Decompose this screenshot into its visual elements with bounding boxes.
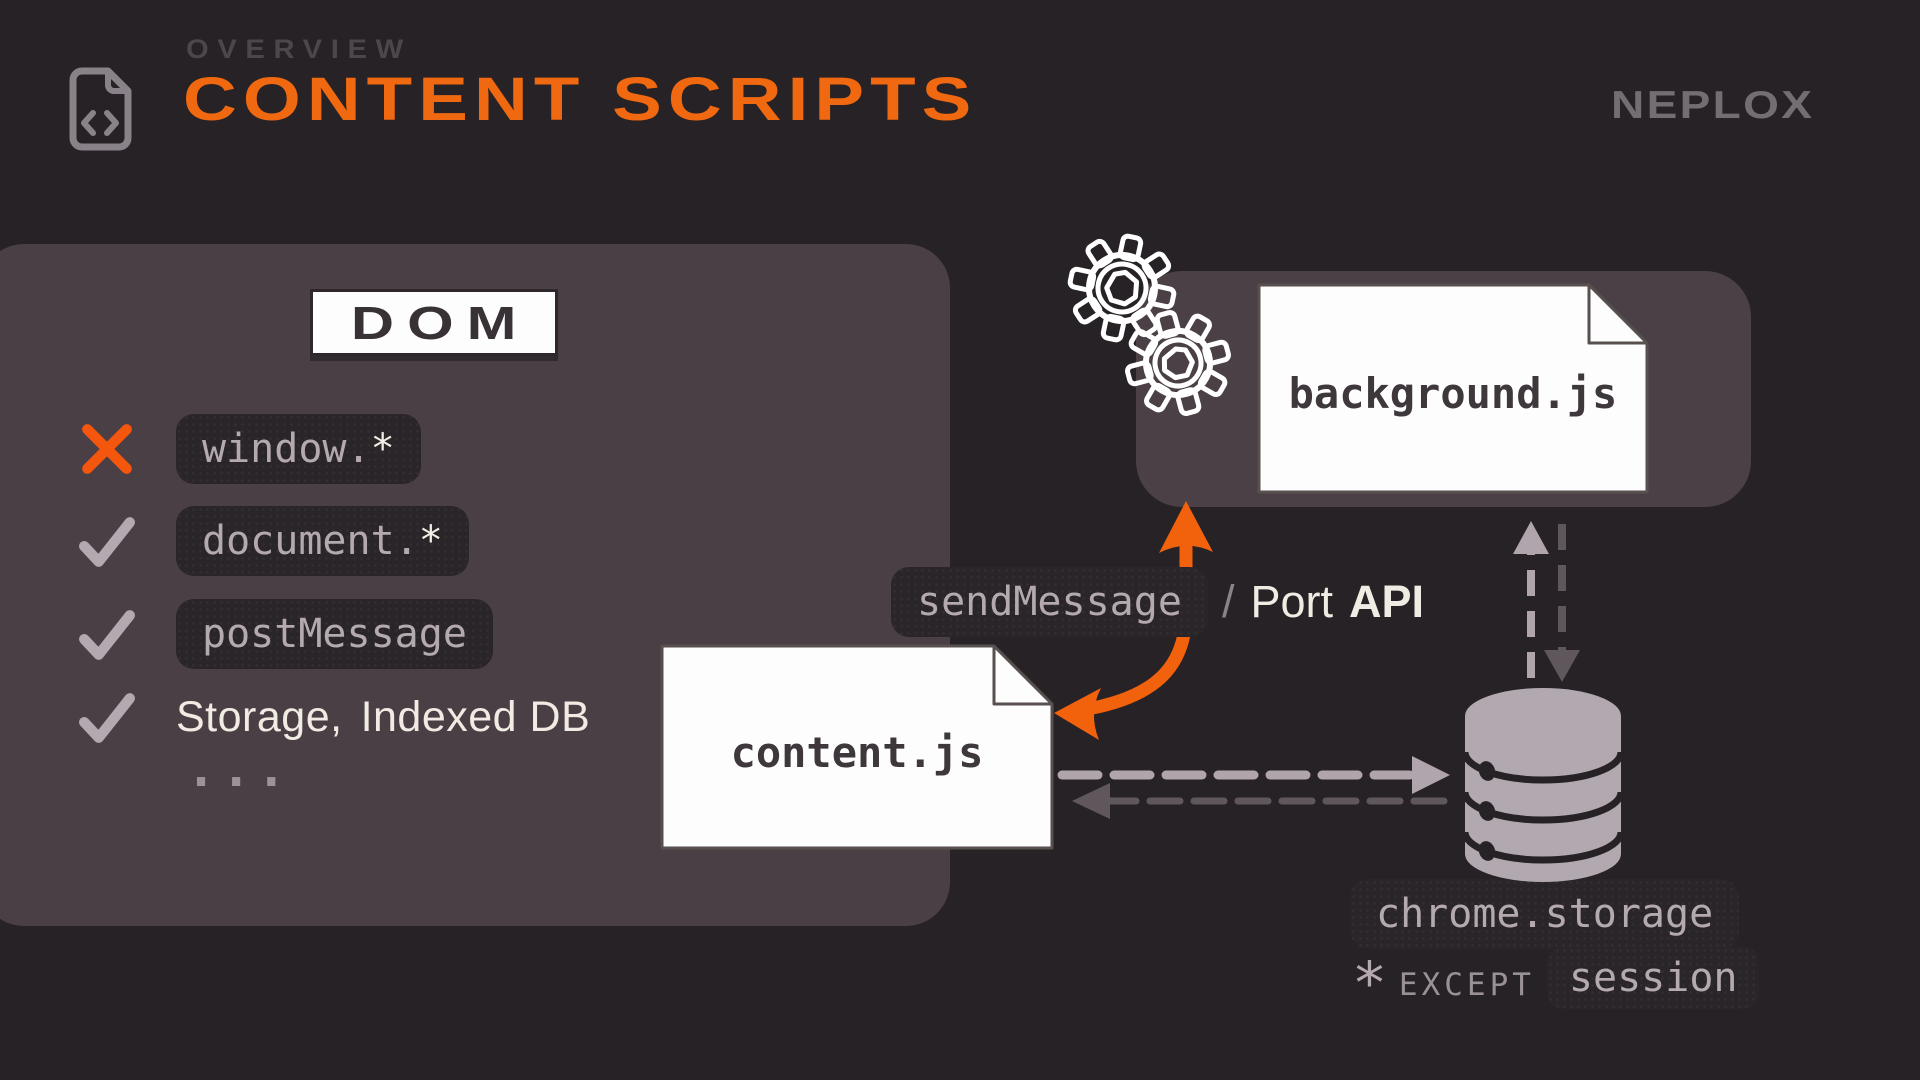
check-icon <box>79 693 135 743</box>
separator-slash: / <box>1222 576 1235 627</box>
content-storage-left-arrow <box>1072 783 1448 819</box>
list-item: window.* <box>78 414 421 484</box>
except-label: EXCEPT <box>1398 967 1535 1003</box>
check-icon <box>79 610 135 660</box>
gears-icon <box>1067 233 1231 416</box>
dom-title-text: DOM <box>351 296 530 349</box>
ellipsis: ... <box>186 740 292 798</box>
asterisk: * <box>418 518 443 564</box>
plain-text: Storage, Indexed DB <box>176 693 590 742</box>
storage-note: * EXCEPT session <box>1352 944 1760 1017</box>
kicker: OVERVIEW <box>186 34 412 64</box>
content-file-doc: content.js <box>660 644 1054 850</box>
asterisk: * <box>370 426 395 472</box>
background-file-doc: background.js <box>1257 283 1649 494</box>
send-message-badge: sendMessage <box>891 567 1208 637</box>
dom-title: DOM <box>310 289 558 356</box>
bg-storage-up-arrow <box>1513 521 1549 678</box>
port-api-label: / Port API <box>1222 576 1424 628</box>
list-item: document.* <box>78 506 469 576</box>
code-text: document. <box>202 518 419 564</box>
code-badge: window.* <box>176 414 421 484</box>
list-item: Storage, Indexed DB <box>78 688 590 746</box>
code-text: postMessage <box>202 611 467 657</box>
cross-icon <box>82 424 132 474</box>
page-title: CONTENT SCRIPTS <box>183 65 978 133</box>
file-code-icon <box>69 67 132 151</box>
code-badge: postMessage <box>176 599 493 669</box>
content-storage-right-arrow <box>1057 756 1450 794</box>
port-api-bold: API <box>1349 576 1425 627</box>
brand-logo: NEPLOX <box>1610 84 1814 127</box>
port-word: Port <box>1250 576 1334 627</box>
storage-word: Storage, <box>176 692 343 741</box>
check-icon <box>79 517 135 567</box>
file-label: content.js <box>730 727 984 777</box>
list-item: postMessage <box>78 599 493 669</box>
code-text: window. <box>202 426 371 472</box>
code-badge: document.* <box>176 506 469 576</box>
asterisk-star: * <box>1352 949 1387 1017</box>
session-badge: session <box>1546 947 1760 1009</box>
bg-storage-down-arrow <box>1544 524 1580 682</box>
chrome-storage-badge: chrome.storage <box>1350 879 1740 949</box>
database-cylinder-icon <box>1461 688 1625 882</box>
indexeddb-word: Indexed DB <box>360 692 591 741</box>
file-label: background.js <box>1288 369 1618 418</box>
